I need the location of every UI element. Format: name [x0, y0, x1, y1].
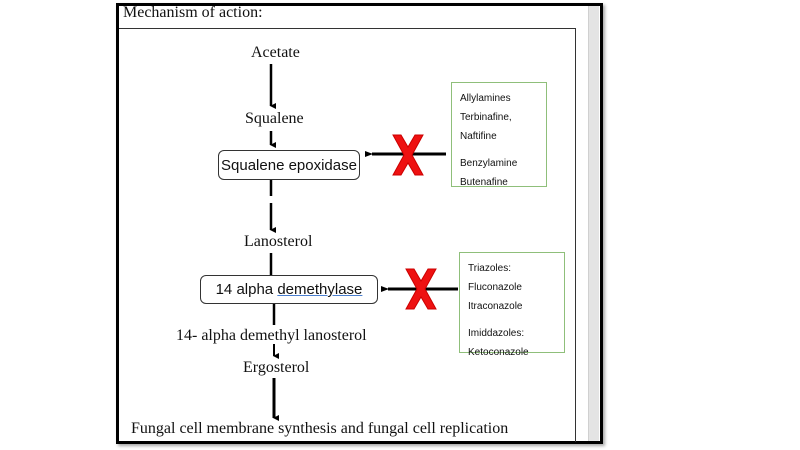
drug-group-title: Imiddazoles: — [468, 328, 525, 339]
enzyme-14-alpha-demethylase: 14 alpha demethylase — [200, 275, 378, 304]
node-ergosterol: Ergosterol — [243, 359, 310, 376]
enzyme-label-word: demethylase — [277, 281, 363, 298]
enzyme-label-prefix: 14 alpha — [215, 281, 278, 298]
node-lanosterol: Lanosterol — [244, 233, 313, 250]
node-demethyl-lanosterol: 14- alpha demethyl lanosterol — [176, 327, 367, 344]
drugbox-azoles: Triazoles: Fluconazole Itraconazole Imid… — [459, 252, 565, 358]
drug-item: Terbinafine, — [460, 112, 512, 123]
drug-group-title: Triazoles: — [468, 263, 511, 274]
drug-item: Fluconazole — [468, 282, 522, 293]
enzyme-squalene-epoxidase: Squalene epoxidase — [218, 150, 360, 180]
node-final-outcome: Fungal cell membrane synthesis and funga… — [131, 420, 509, 437]
drug-item: Itraconazole — [468, 301, 523, 312]
enzyme-label: Squalene epoxidase — [221, 156, 357, 174]
diagram-border — [119, 28, 576, 442]
node-acetate: Acetate — [251, 44, 300, 61]
document-frame — [116, 3, 603, 444]
section-heading: Mechanism of action: — [123, 4, 263, 21]
drugbox-allylamines: Allylamines Terbinafine, Naftifine Benzy… — [451, 82, 547, 188]
drug-item: Butenafine — [460, 177, 508, 188]
drug-group-title: Allylamines — [460, 93, 511, 104]
block-x-icon — [405, 268, 437, 310]
drug-group-title: Benzylamine — [460, 158, 518, 169]
drug-item: Ketoconazole — [468, 347, 529, 358]
drug-item: Naftifine — [460, 131, 497, 142]
block-x-icon — [392, 134, 424, 176]
vertical-scrollbar[interactable] — [588, 6, 599, 441]
node-squalene: Squalene — [245, 110, 304, 127]
